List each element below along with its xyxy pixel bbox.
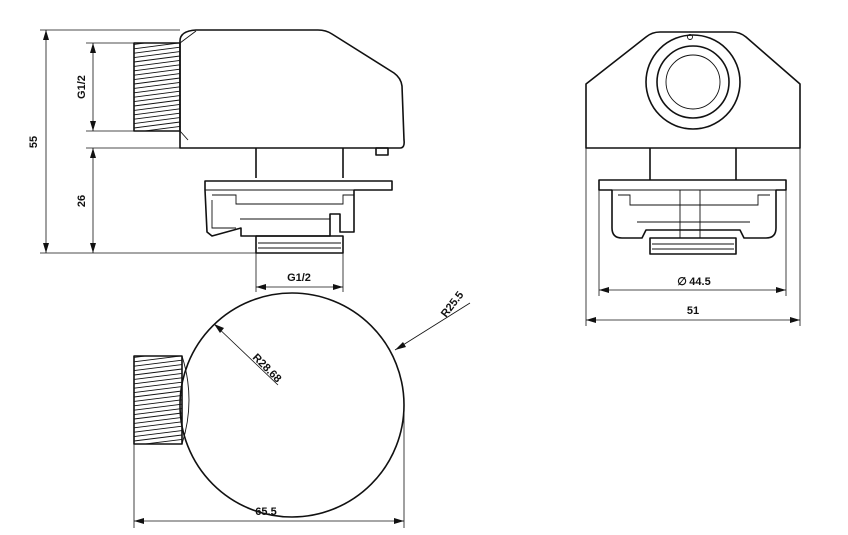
- dim-flange-diameter: 44.5: [689, 276, 710, 288]
- thread-line: [134, 86, 180, 94]
- front-outlet-outer: [645, 34, 741, 130]
- thread-line: [134, 425, 182, 433]
- thread-line: [134, 359, 182, 367]
- thread-line: [134, 430, 182, 438]
- thread-line: [134, 81, 180, 89]
- thread-line: [134, 377, 182, 385]
- thread-line: [134, 390, 182, 398]
- dim-outer-radius: R25.5: [439, 289, 467, 320]
- thread-line: [134, 99, 180, 107]
- thread-line: [134, 117, 180, 125]
- dim-lower-height: 26: [76, 195, 88, 207]
- thread-line: [134, 368, 182, 376]
- thread-line: [134, 356, 182, 363]
- front-stem: [649, 148, 737, 180]
- thread-line: [141, 125, 180, 131]
- thread-line: [134, 381, 182, 389]
- thread-line: [134, 412, 182, 420]
- thread-line: [134, 55, 180, 63]
- front-outlet-thread: [649, 237, 737, 255]
- thread-line: [134, 43, 180, 50]
- front-body: [585, 31, 801, 149]
- thread-line: [134, 68, 180, 76]
- thread-line: [134, 421, 182, 429]
- diameter-symbol: ∅: [677, 276, 687, 288]
- front-outlet-bore: [665, 54, 721, 110]
- side-body: [179, 29, 405, 149]
- thread-line: [134, 434, 182, 442]
- dim-total-height: 55: [28, 136, 40, 148]
- thread-line: [134, 77, 180, 85]
- front-pin-hole: [687, 34, 693, 40]
- thread-line: [134, 386, 182, 394]
- thread-line: [134, 356, 149, 358]
- thread-line: [134, 364, 182, 372]
- top-body-circle: [179, 292, 405, 518]
- thread-line: [134, 416, 182, 424]
- thread-line: [134, 121, 180, 129]
- side-inlet-thread: [133, 34, 181, 132]
- dim-outlet-thread: G1/2: [287, 272, 311, 284]
- thread-line: [134, 73, 180, 81]
- side-outlet-thread: [255, 235, 344, 254]
- thread-line: [134, 103, 180, 111]
- thread-line: [134, 95, 180, 103]
- thread-line: [134, 347, 182, 353]
- side-view: 55 26 G1/2 G1/2: [28, 29, 405, 292]
- thread-line: [134, 399, 182, 407]
- thread-line: [134, 90, 180, 98]
- side-pin: [375, 147, 389, 156]
- thread-line: [134, 51, 180, 59]
- side-flange: [204, 180, 393, 237]
- thread-line: [134, 108, 180, 116]
- thread-line: [134, 34, 180, 40]
- thread-line: [134, 43, 149, 45]
- thread-line: [134, 112, 180, 120]
- thread-line: [134, 372, 182, 380]
- front-outlet-inner: [656, 45, 730, 119]
- thread-line: [134, 64, 180, 72]
- dim-inner-radius: R28.68: [250, 352, 284, 386]
- thread-line: [134, 59, 180, 67]
- thread-line: [141, 438, 182, 444]
- front-view: ∅ 44.5 51: [585, 31, 801, 326]
- thread-line: [134, 403, 182, 411]
- top-view: R28.68 R25.5 65.5: [133, 289, 471, 528]
- thread-line: [134, 394, 182, 402]
- dim-inlet-thread: G1/2: [76, 75, 88, 99]
- thread-line: [134, 46, 180, 54]
- dim-width: 51: [687, 305, 699, 317]
- top-inlet-thread: [133, 347, 183, 445]
- dim-length: 65.5: [255, 506, 276, 518]
- side-stem: [255, 148, 344, 178]
- thread-line: [134, 408, 182, 416]
- front-flange: [598, 179, 787, 239]
